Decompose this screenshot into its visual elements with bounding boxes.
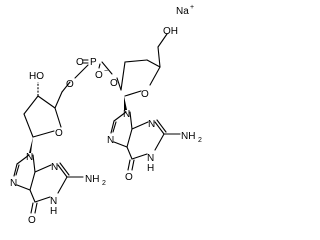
bond-n9-c8-left — [16, 154, 30, 165]
bonds — [13, 33, 181, 214]
left-base-n1: N — [50, 196, 57, 207]
sodium-label: Na — [176, 6, 189, 17]
bond-p-o5prime — [74, 64, 89, 79]
phosphate-o-bridge-right: O — [110, 78, 118, 89]
left-base-n1-h: H — [50, 206, 57, 217]
phosphate-o-double: O — [76, 57, 84, 68]
left-sugar-hydroxyl: HO — [29, 71, 44, 82]
bond-c4-c3-left — [37, 95, 56, 109]
right-base-n7: N — [107, 135, 114, 146]
bond-c8-n7-left-2 — [15, 164, 20, 176]
left-base-n9: N — [26, 152, 33, 163]
bond-c2-c1-left — [23, 113, 34, 138]
bond-c4-oring-right — [149, 66, 161, 86]
bond-c6-c5-left — [29, 189, 36, 203]
bond-c1-oring-left — [32, 130, 55, 138]
bond-n3-c2-right — [154, 121, 165, 135]
bond-p-o-minus — [98, 63, 101, 69]
sodium-charge: + — [190, 4, 194, 11]
phosphate-o-bridge-left: O — [66, 79, 74, 90]
bond-c6-o-right-2 — [131, 159, 135, 171]
bond-n7-c5-left — [16, 184, 31, 191]
bond-n3-c2-left-2 — [59, 162, 70, 176]
bond-n9-c4-right — [129, 111, 133, 130]
bond-oring-c1-right — [124, 90, 142, 97]
phosphate-group: O P O − O O — [66, 57, 118, 90]
bond-n7-c5-right — [113, 141, 128, 148]
right-base-amine: NH — [181, 131, 195, 142]
left-sugar-ring-o: O — [55, 128, 63, 139]
phosphate-charge: − — [104, 68, 108, 75]
bond-c1-n9-left — [29, 137, 33, 153]
bond-c4-c5-right — [146, 59, 161, 68]
left-base-amine: NH — [85, 174, 99, 185]
left-base-carbonyl-o: O — [28, 215, 36, 226]
bond-c3-c2-right — [120, 61, 126, 91]
bond-c1-n9-right — [124, 96, 127, 110]
phosphate-o-minus: O — [95, 70, 103, 81]
right-base-n3: N — [148, 119, 155, 130]
bond-c5-c4-left — [54, 91, 63, 109]
left-base-amine-sub: 2 — [102, 180, 106, 187]
bond-c8-n7-right-2 — [112, 121, 117, 133]
left-base-n7: N — [10, 178, 17, 189]
right-sugar-ring-o: O — [141, 89, 149, 100]
chemical-structure: Na + O P O − O O HO O OH O N N N NH 2 N … — [10, 4, 202, 226]
bond-c2-n1-left — [57, 176, 68, 194]
left-guanine: N N N NH 2 N H O — [10, 152, 106, 226]
bond-o5-c5-left — [61, 81, 71, 93]
right-sugar-hydroxyl: OH — [163, 26, 178, 37]
bond-c4-n3-left — [34, 164, 52, 173]
bond-ch2-oh-right — [157, 33, 168, 48]
bond-n1-c6-left — [34, 196, 51, 203]
right-base-n1: N — [147, 153, 154, 164]
bond-c6-o-right-1 — [127, 159, 131, 171]
bond-c2-n1-right — [154, 133, 165, 151]
bond-c6-c5-right — [126, 146, 133, 160]
right-base-n9: N — [123, 109, 130, 120]
right-sugar: OH O — [141, 26, 178, 100]
right-guanine: N N N NH 2 N H O — [107, 109, 202, 183]
right-base-carbonyl-o: O — [125, 172, 133, 183]
bond-p-o3prime — [101, 61, 113, 75]
bond-o3-c3-right — [116, 77, 122, 91]
bond-c6-o-left-1 — [30, 202, 34, 214]
bond-c2-c1x-right — [124, 59, 148, 63]
bond-c5-c4-right — [126, 128, 133, 148]
bond-n9-c8-right — [113, 111, 127, 122]
bond-n1-c6-right — [131, 153, 148, 160]
bond-c8-n7-right — [110, 120, 115, 134]
right-base-amine-sub: 2 — [198, 137, 202, 144]
bond-c8-n7-left — [13, 163, 18, 177]
left-sugar: HO O — [29, 71, 63, 139]
bond-c6-o-left-2 — [34, 202, 38, 214]
bond-c5-c4-left — [29, 171, 36, 191]
bond-c4-n3-right — [131, 121, 149, 130]
phosphate-p: P — [90, 57, 97, 68]
sodium-ion: Na + — [176, 4, 194, 17]
bond-n3-c2-left — [57, 164, 68, 178]
bond-n9-c4-left — [32, 154, 36, 173]
right-base-n1-h: H — [147, 163, 154, 174]
bond-n3-c2-right-2 — [156, 119, 167, 133]
bond-c4-oring-left — [54, 107, 62, 128]
bond-c3-c2-left — [23, 95, 39, 115]
left-base-n3: N — [51, 162, 58, 173]
bond-c5-choh-right — [157, 46, 161, 68]
